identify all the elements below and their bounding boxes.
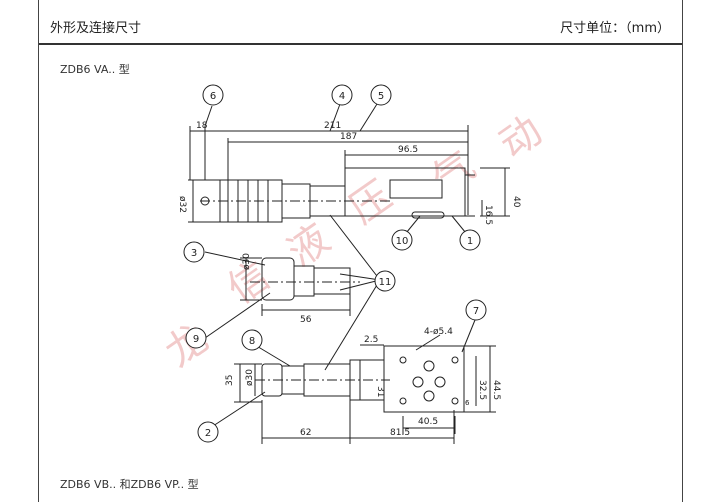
dim-40-5: 40.5 xyxy=(418,417,438,427)
dim-211: 211 xyxy=(324,121,341,131)
watermark-char-5: 气 xyxy=(424,143,483,204)
callout-11 xyxy=(374,270,396,292)
callout-label-3: 3 xyxy=(191,248,197,259)
model-label-va: ZDB6 VA.. 型 xyxy=(60,63,130,76)
dim-44-5: 44.5 xyxy=(491,380,501,400)
callout-2 xyxy=(197,421,219,443)
dim-32-5: 32.5 xyxy=(477,380,487,400)
dim-56: 56 xyxy=(300,315,312,325)
callout-bubbles xyxy=(183,84,487,443)
callout-label-10: 10 xyxy=(396,236,409,247)
dim-96-5: 96.5 xyxy=(398,145,418,155)
watermark-char-1: 龙 xyxy=(157,316,216,377)
section-header: 外形及连接尺寸 尺寸单位：（mm） xyxy=(39,7,682,45)
dim-40: 40 xyxy=(511,196,521,208)
callout-6 xyxy=(202,84,224,106)
watermark: 龙 信 液 压 气 动 xyxy=(157,108,550,377)
callout-9 xyxy=(185,327,207,349)
mounting-plate xyxy=(383,345,465,413)
dim-16-5: 16.5 xyxy=(483,205,493,225)
callout-label-7: 7 xyxy=(473,306,479,317)
section-title: 外形及连接尺寸 xyxy=(50,21,142,36)
callout-label-8: 8 xyxy=(249,336,255,347)
frame-right-border xyxy=(682,0,683,502)
callout-label-5: 5 xyxy=(378,91,384,102)
callout-7 xyxy=(465,299,487,321)
dim-phi32: ø32 xyxy=(177,196,187,213)
dim-81-5: 81.5 xyxy=(390,428,410,438)
dim-holes: 4-ø5.4 xyxy=(424,327,453,337)
dim-phi30-b: ø30 xyxy=(245,369,255,386)
dim-6: 6 xyxy=(465,399,470,407)
callout-8 xyxy=(241,329,263,351)
watermark-char-3: 液 xyxy=(279,216,338,277)
callout-label-2: 2 xyxy=(205,428,211,439)
callout-1 xyxy=(459,229,481,251)
callout-label-6: 6 xyxy=(210,91,216,102)
callout-label-11: 11 xyxy=(379,277,392,288)
dim-2-5: 2.5 xyxy=(364,335,378,345)
callout-5 xyxy=(370,84,392,106)
watermark-char-4: 压 xyxy=(341,173,400,234)
watermark-char-6: 动 xyxy=(491,108,550,169)
callout-label-4: 4 xyxy=(339,91,345,102)
dim-31: 31 xyxy=(375,386,385,397)
callout-label-9: 9 xyxy=(193,334,199,345)
callout-label-1: 1 xyxy=(467,236,473,247)
model-label-vb-vp: ZDB6 VB.. 和ZDB6 VP.. 型 xyxy=(60,478,199,491)
dim-35: 35 xyxy=(225,375,235,386)
dim-phi30-a: ø30 xyxy=(242,253,252,270)
frame-left-border xyxy=(38,0,39,502)
dim-18: 18 xyxy=(196,121,208,131)
dim-187: 187 xyxy=(340,132,357,142)
callout-4 xyxy=(331,84,353,106)
dim-62: 62 xyxy=(300,428,311,438)
callout-10 xyxy=(391,229,413,251)
callout-3 xyxy=(183,241,205,263)
unit-label: 尺寸单位：（mm） xyxy=(560,21,670,36)
